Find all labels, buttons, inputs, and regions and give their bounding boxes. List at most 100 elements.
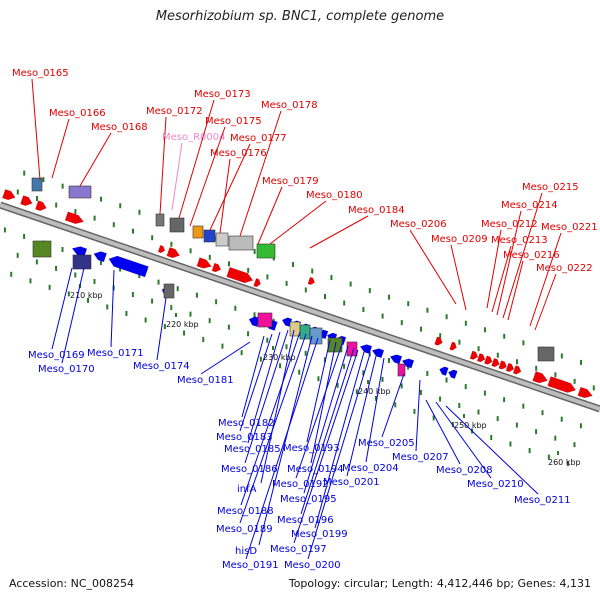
forward-gene-label: Meso_0209 [431, 234, 488, 245]
forward-gene-arrow-shape [469, 350, 479, 360]
reverse-gene-label: Meso_0207 [392, 452, 449, 463]
reverse-gene-label: Meso_0182 [218, 418, 275, 429]
reverse-gene-label: Meso_0191 [222, 560, 279, 571]
forward-label-leader [79, 132, 112, 187]
forward-gene-arrow-shape [253, 277, 261, 288]
forward-label-leader [409, 229, 457, 305]
forward-gene-arrow-shape [483, 355, 493, 365]
reverse-label-leader [381, 373, 405, 438]
forward-gene-label: Meso_0166 [49, 108, 106, 119]
forward-label-leader [507, 260, 524, 321]
feature-box [256, 243, 276, 259]
reverse-gene-label: Meso_0170 [38, 364, 95, 375]
reverse-label-leader [200, 341, 251, 375]
forward-label-leader [257, 186, 283, 245]
feature-box [155, 213, 165, 227]
forward-gene-arrow [491, 357, 500, 368]
forward-gene-label: Meso_0176 [210, 148, 267, 159]
feature-box [257, 312, 273, 328]
reverse-gene-arrow-shape [439, 366, 449, 376]
forward-gene-arrow-shape [498, 360, 508, 370]
reverse-gene-label: Meso_0204 [342, 463, 399, 474]
forward-label-leader [450, 244, 467, 311]
forward-gene-arrow-shape [532, 370, 548, 384]
reverse-label-leader [293, 349, 359, 544]
forward-gene-label: Meso_0184 [348, 205, 405, 216]
reverse-label-leader [51, 267, 73, 350]
reverse-gene-arrow [439, 366, 449, 376]
reverse-label-leader [445, 405, 539, 495]
reverse-gene-arrow-shape [71, 246, 88, 258]
reverse-label-leader [306, 339, 331, 443]
forward-gene-arrow-shape [577, 386, 593, 399]
feature-box [72, 254, 92, 270]
forward-gene-arrow [35, 200, 47, 212]
forward-gene-arrow-shape [35, 200, 47, 212]
reverse-label-leader [435, 401, 492, 479]
forward-gene-label: Meso_0173 [194, 89, 251, 100]
reverse-gene-arrow-shape [401, 358, 415, 369]
forward-label-leader [219, 158, 231, 234]
reverse-gene-arrow [389, 354, 403, 365]
forward-gene-arrow [483, 355, 493, 365]
forward-gene-arrow-shape [196, 257, 212, 269]
forward-gene-arrow-shape [476, 352, 486, 363]
feature-box [289, 321, 301, 337]
forward-gene-arrow-shape [505, 362, 515, 373]
forward-gene-arrow [532, 370, 548, 384]
forward-gene-arrow [434, 336, 443, 346]
forward-gene-arrow-shape [434, 336, 443, 346]
feature-box [397, 363, 406, 377]
reverse-label-leader [110, 269, 115, 348]
forward-gene-arrow [64, 211, 85, 225]
reverse-gene-arrow [108, 255, 149, 278]
forward-gene-label: Meso_0214 [501, 200, 558, 211]
forward-gene-arrow [157, 244, 166, 254]
reverse-gene-label: Meso_0174 [133, 361, 190, 372]
reverse-gene-label: Meso_0211 [514, 495, 571, 506]
reverse-label-leader [245, 337, 319, 560]
reverse-gene-arrow-shape [389, 354, 403, 365]
reverse-label-leader [258, 335, 313, 546]
forward-gene-label: Meso_0177 [230, 133, 287, 144]
forward-gene-arrow [307, 276, 316, 286]
reverse-gene-label: Meso_0189 [216, 524, 273, 535]
forward-gene-arrow [20, 195, 33, 207]
reverse-label-leader [295, 343, 343, 479]
reverse-label-leader [365, 357, 385, 463]
forward-gene-arrow-shape [307, 276, 316, 286]
forward-gene-label: Meso_R0004 [162, 132, 226, 143]
reverse-label-leader [241, 335, 265, 418]
forward-gene-label: Meso_0168 [91, 122, 148, 133]
reverse-gene-arrow [359, 344, 373, 355]
forward-label-leader [31, 78, 41, 181]
reverse-label-leader [303, 345, 349, 494]
reverse-gene-label: Meso_0197 [270, 544, 327, 555]
forward-label-leader [529, 232, 562, 327]
reverse-gene-label: Meso_0205 [358, 438, 415, 449]
feature-box [537, 346, 555, 362]
forward-gene-arrow [226, 266, 254, 284]
reverse-gene-arrow-shape [448, 369, 458, 380]
reverse-label-leader [240, 331, 301, 506]
forward-gene-arrow-shape [157, 244, 166, 254]
kbp-tick-label: 210 kbp [70, 291, 103, 300]
reverse-label-leader [156, 297, 167, 361]
forward-gene-arrow-shape [512, 365, 522, 375]
reverse-gene-label: Meso_0183 [216, 432, 273, 443]
reverse-label-leader [415, 379, 421, 452]
feature-box [31, 177, 43, 192]
reverse-gene-arrow [71, 246, 88, 258]
forward-gene-arrow-shape [211, 262, 222, 273]
forward-gene-arrow [498, 360, 508, 370]
forward-label-leader [309, 215, 369, 249]
forward-label-leader [51, 118, 70, 179]
forward-gene-arrow-shape [491, 357, 500, 368]
accession-text: Accession: NC_008254 [9, 577, 135, 590]
forward-gene-arrow [577, 386, 593, 399]
reverse-gene-arrow-shape [371, 348, 385, 359]
forward-label-leader [239, 110, 282, 237]
forward-label-leader [159, 116, 167, 215]
forward-label-leader [178, 99, 215, 219]
forward-label-leader [502, 192, 543, 319]
